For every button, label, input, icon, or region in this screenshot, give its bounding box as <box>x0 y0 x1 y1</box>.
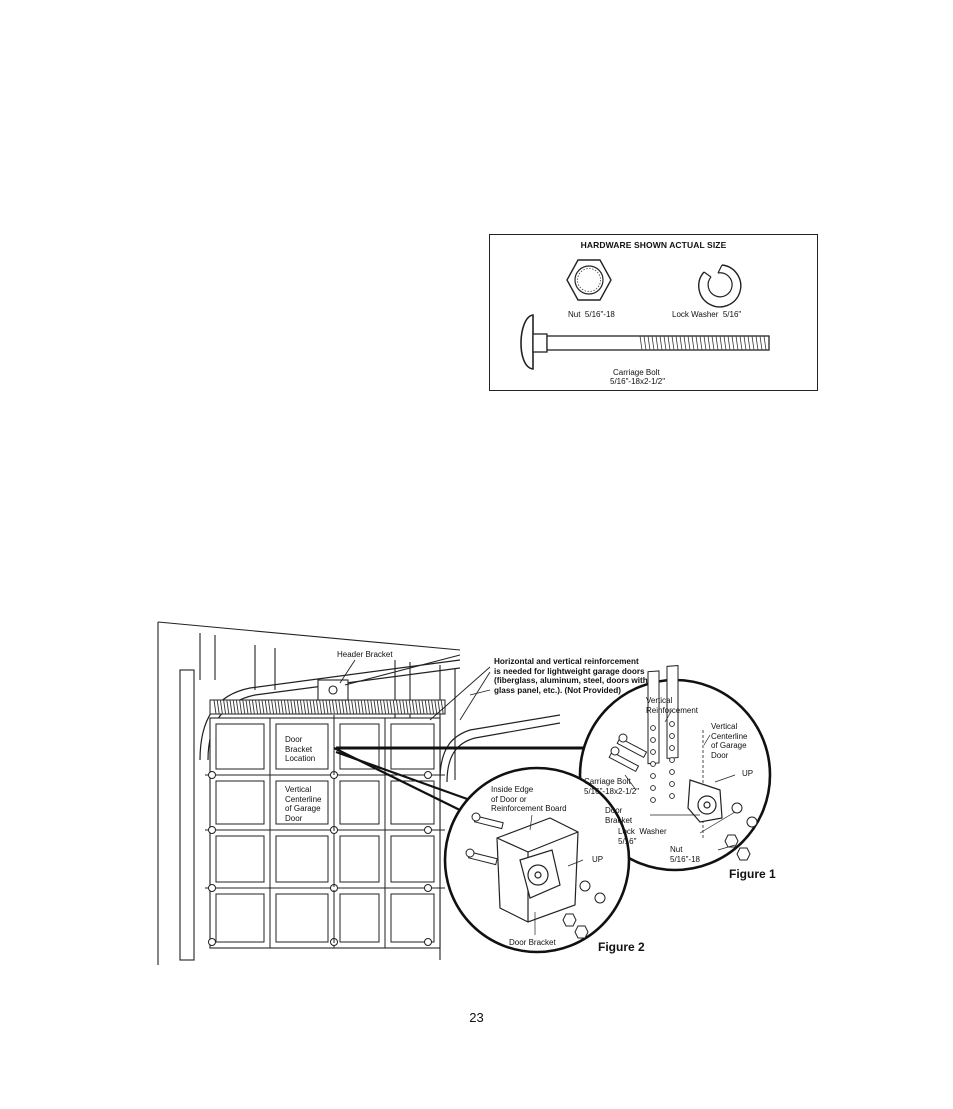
hardware-actual-size-box: HARDWARE SHOWN ACTUAL SIZE Nut 5/16"-18 … <box>489 234 818 391</box>
door-bracket-location-label: Door Bracket Location <box>285 735 316 763</box>
figure-leader-lines <box>529 709 736 935</box>
hardware-box-title: HARDWARE SHOWN ACTUAL SIZE <box>580 240 727 250</box>
up-label-fig1: UP <box>742 769 754 778</box>
garage-door-panels <box>209 717 441 949</box>
door-bracket-label-fig2: Door Bracket <box>509 938 556 947</box>
nut-label-fig1: Nut 5/16"-18 <box>670 845 700 864</box>
hardware-drawings <box>520 259 770 370</box>
figure2-detail <box>443 766 631 954</box>
figure2-caption: Figure 2 <box>598 940 645 954</box>
figure1-caption: Figure 1 <box>729 867 776 881</box>
carriage-bolt-size-label: 5/16"-18x2-1/2" <box>610 377 666 386</box>
up-label-fig2: UP <box>592 855 604 864</box>
vertical-reinforcement-label: Vertical Reinforcement <box>646 696 699 715</box>
lock-washer-label: Lock Washer 5/16" <box>672 310 742 319</box>
callout-lines <box>333 746 590 816</box>
header-bracket-graphic <box>317 654 461 701</box>
header-bracket-label: Header Bracket <box>337 650 393 659</box>
carriage-bolt-label-fig1: Carriage Bolt 5/16"-18x2-1/2" <box>584 777 640 796</box>
reinforcement-note: Horizontal and vertical reinforcement is… <box>494 657 648 695</box>
note-leader-lines <box>339 659 491 721</box>
vertical-centerline-label-left: Vertical Centerline of Garage Door <box>285 785 322 823</box>
vertical-centerline-label-fig1: Vertical Centerline of Garage Door <box>711 722 748 760</box>
nut-label: Nut 5/16"-18 <box>568 310 615 319</box>
hex-nut-icon <box>566 259 612 301</box>
figure1-detail <box>578 665 772 872</box>
door-bracket-label-fig1: Door Bracket <box>605 806 633 825</box>
page-number: 23 <box>469 1010 484 1025</box>
carriage-bolt-icon <box>520 314 770 370</box>
lock-washer-icon <box>698 264 742 308</box>
lock-washer-label-fig1: Lock Washer 5/16" <box>618 827 667 846</box>
torsion-spring <box>209 699 446 715</box>
inside-edge-label: Inside Edge of Door or Reinforcement Boa… <box>491 785 567 813</box>
carriage-bolt-label: Carriage Bolt <box>613 368 660 377</box>
